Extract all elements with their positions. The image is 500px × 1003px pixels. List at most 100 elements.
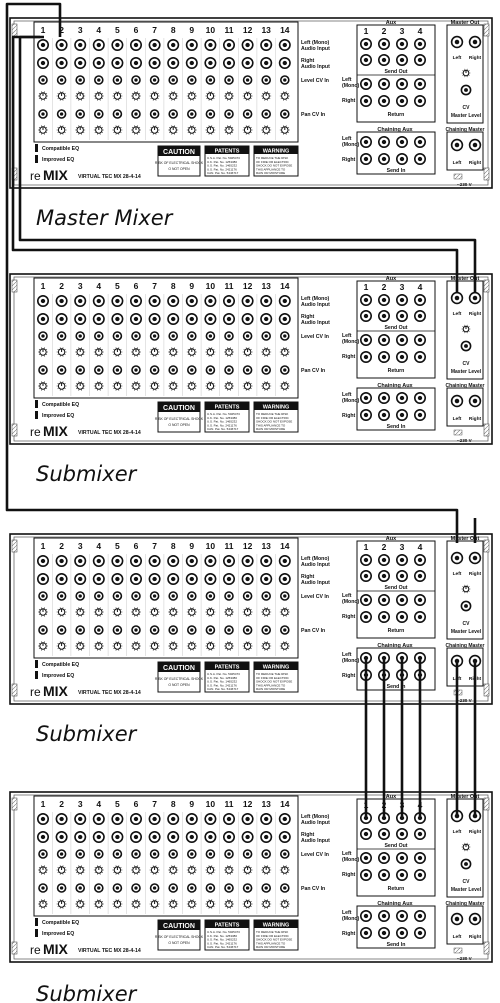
knob-tick	[250, 647, 252, 650]
jack-hole	[97, 78, 101, 82]
knob-tick	[262, 131, 264, 134]
chaining-aux-left-jack	[377, 392, 390, 405]
jack-hole	[283, 852, 287, 856]
chain-left-label: Left	[342, 392, 352, 398]
right-audio-input-jack	[223, 830, 236, 843]
level-cv-jack	[112, 591, 123, 601]
knob-tick	[83, 642, 85, 645]
aux-send-right-jack	[359, 827, 372, 840]
pan-cv-knob	[131, 381, 141, 391]
jack-hole	[115, 316, 120, 322]
chain-master-right-jack	[468, 912, 482, 926]
knob-tick	[187, 905, 189, 908]
knob-tick	[194, 348, 196, 351]
level-cv-label: Level CV In	[301, 594, 329, 600]
master-left-label: Left	[453, 571, 462, 577]
level-cv-jack	[261, 331, 272, 341]
knob-tick	[64, 871, 66, 874]
knob-tick	[280, 613, 282, 616]
patents-title: PATENTS	[215, 923, 240, 929]
jack-hole	[208, 334, 213, 338]
knob-tick	[262, 126, 264, 129]
left-audio-input-jack	[223, 294, 236, 307]
aux-send-left-jack	[377, 37, 390, 50]
jack-hole	[115, 368, 120, 372]
channel-number: 9	[189, 281, 194, 291]
knob-tick	[157, 642, 159, 645]
jack-hole	[417, 557, 423, 563]
jack-hole	[417, 98, 423, 104]
jack-hole	[363, 156, 369, 162]
knob-tick	[187, 382, 189, 385]
right-audio-input-jack	[278, 312, 291, 325]
rack-ear-slot	[483, 423, 490, 437]
aux-channel-number: 4	[418, 282, 423, 292]
knob-tick	[138, 348, 141, 351]
jack-hole	[152, 816, 157, 822]
left-audio-input-jack	[130, 554, 143, 567]
knob-tick	[269, 126, 271, 129]
aux-return-right-jack	[395, 95, 408, 108]
jack-hole	[133, 558, 139, 564]
knob-tick	[206, 348, 208, 351]
knob-tick	[462, 848, 464, 850]
knob-tick	[150, 647, 152, 650]
knob-tick	[120, 647, 122, 650]
jack-hole	[417, 81, 423, 87]
knob-tick	[250, 900, 252, 903]
knob-tick	[150, 126, 152, 129]
eq-led	[35, 929, 38, 937]
left-audio-label: Left (Mono)	[301, 40, 330, 46]
jack-hole	[282, 834, 287, 840]
jack-hole	[245, 852, 250, 856]
jack-hole	[78, 368, 82, 372]
jack-hole	[40, 60, 46, 66]
jack-hole	[245, 334, 250, 338]
pan-cv-knob	[186, 125, 197, 135]
knob-tick	[113, 647, 115, 650]
pan-cv-jack	[38, 365, 48, 375]
jack-hole	[399, 395, 405, 401]
jack-hole	[171, 886, 175, 890]
right-audio-input-jack	[278, 56, 291, 69]
knob-tick	[94, 642, 96, 645]
pan-cv-jack	[168, 365, 178, 375]
aux-channel-number: 4	[418, 26, 423, 36]
jack-hole	[190, 78, 194, 82]
pan-cv-jack	[149, 109, 160, 119]
chaining-aux-left-jack	[377, 136, 390, 149]
level-cv-jack	[94, 849, 104, 859]
jack-hole	[417, 41, 423, 47]
level-cv-knob	[186, 347, 197, 357]
jack-hole	[381, 57, 387, 63]
right-audio-input-jack	[167, 830, 180, 843]
left-audio-label-2: Audio Input	[301, 46, 330, 52]
jack-hole	[282, 42, 287, 48]
chaining-aux-right-jack	[395, 409, 408, 422]
pan-cv-jack	[149, 625, 160, 635]
channel-number: 10	[206, 281, 216, 291]
jack-hole	[134, 886, 138, 890]
knob-tick	[250, 348, 252, 351]
aux-channel-number: 3	[400, 282, 405, 292]
level-cv-jack	[242, 849, 253, 859]
chaining-aux-right-jack	[377, 409, 390, 422]
pan-cv-jack	[279, 365, 290, 375]
knob-tick	[280, 900, 282, 903]
knob-tick	[45, 647, 48, 650]
level-cv-jack	[261, 591, 272, 601]
knob-tick	[113, 348, 115, 351]
knob-tick	[206, 871, 208, 874]
knob-tick	[57, 871, 59, 874]
pan-cv-knob	[224, 899, 234, 909]
rack-inner-frame	[13, 794, 489, 960]
knob-tick	[83, 900, 85, 903]
rack-ear-slot	[11, 683, 18, 697]
chaining-master-frame	[446, 387, 484, 427]
channel-number: 1	[41, 25, 46, 35]
knob-tick	[287, 353, 289, 356]
pan-cv-label: Pan CV In	[301, 112, 325, 118]
jack-hole	[41, 886, 45, 890]
